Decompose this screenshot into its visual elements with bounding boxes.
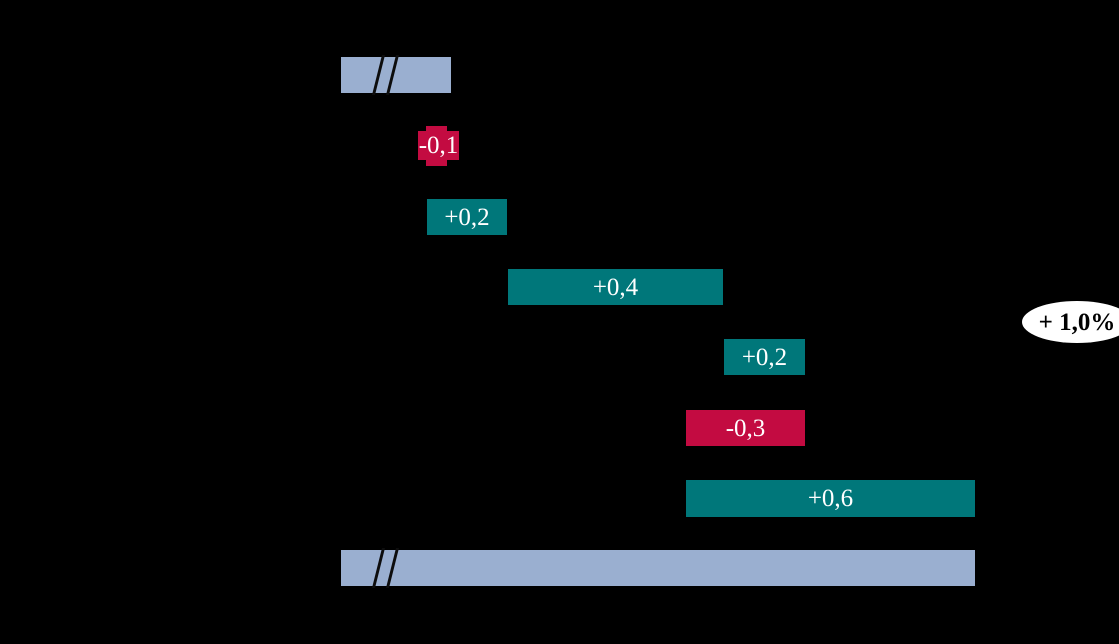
step-5-bar-label: -0,3 xyxy=(725,414,766,442)
step-6-bar: +0,6 xyxy=(686,480,975,517)
net-change-callout: + 1,0% xyxy=(1022,301,1119,343)
step-1-bar: -0,1 xyxy=(418,126,459,166)
step-4-bar: +0,2 xyxy=(724,339,805,375)
step-2-bar-label: +0,2 xyxy=(444,203,490,231)
step-3-bar: +0,4 xyxy=(508,269,723,305)
net-change-label: + 1,0% xyxy=(1038,308,1116,336)
step-3-bar-label: +0,4 xyxy=(592,273,639,301)
total-bar xyxy=(341,548,975,588)
start-bar xyxy=(341,55,451,95)
step-1-bar-label: -0,1 xyxy=(418,132,459,159)
step-5-bar: -0,3 xyxy=(686,410,805,446)
step-1-bar-label-band xyxy=(418,131,459,160)
step-6-bar-label: +0,6 xyxy=(807,485,854,512)
total-bar-fill xyxy=(341,550,975,586)
step-2-bar: +0,2 xyxy=(427,199,507,235)
step-4-bar-label: +0,2 xyxy=(741,343,788,371)
